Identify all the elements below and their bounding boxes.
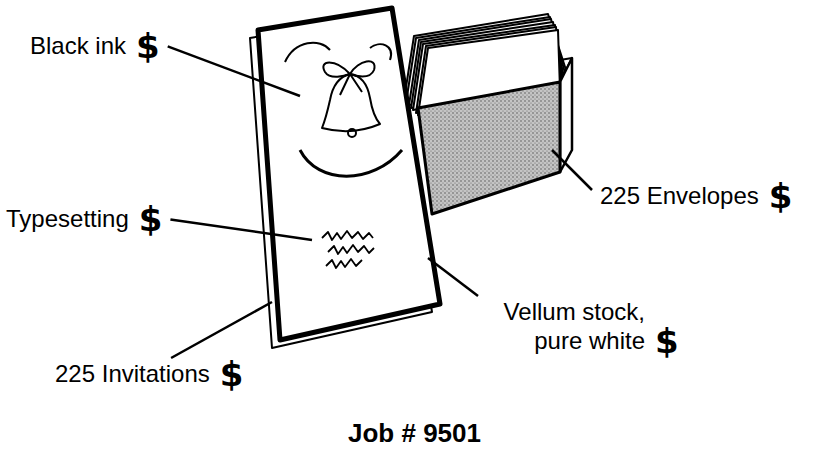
- leader-line: [428, 258, 478, 296]
- callout-label: Black ink: [30, 32, 126, 61]
- front-sheet: [258, 8, 440, 340]
- swirl: [285, 43, 391, 62]
- callout-label: 225 Envelopes: [600, 182, 759, 211]
- leader-line: [170, 219, 312, 240]
- text-scribble: [322, 231, 374, 268]
- box-front: [418, 82, 560, 214]
- job-caption: Job # 9501: [348, 418, 481, 449]
- callout-label: Vellum stock, pure white: [470, 298, 645, 356]
- swirl: [300, 150, 402, 176]
- invitation-card: [250, 8, 440, 348]
- bell-clapper: [348, 129, 356, 137]
- cost-symbol: $: [136, 26, 160, 67]
- cost-symbol: $: [769, 176, 793, 217]
- bell: [322, 74, 380, 131]
- cost-symbol: $: [220, 354, 244, 395]
- callout-label: Typesetting: [6, 205, 129, 234]
- leader-line: [552, 150, 592, 190]
- callout-label: 225 Invitations: [55, 360, 210, 389]
- bow: [323, 61, 374, 95]
- box-side: [560, 58, 572, 172]
- leader-line: [171, 302, 272, 358]
- leader-line: [168, 46, 300, 96]
- envelope-box: [404, 14, 572, 214]
- cost-symbol: $: [139, 199, 163, 240]
- cost-symbol: $: [655, 321, 679, 362]
